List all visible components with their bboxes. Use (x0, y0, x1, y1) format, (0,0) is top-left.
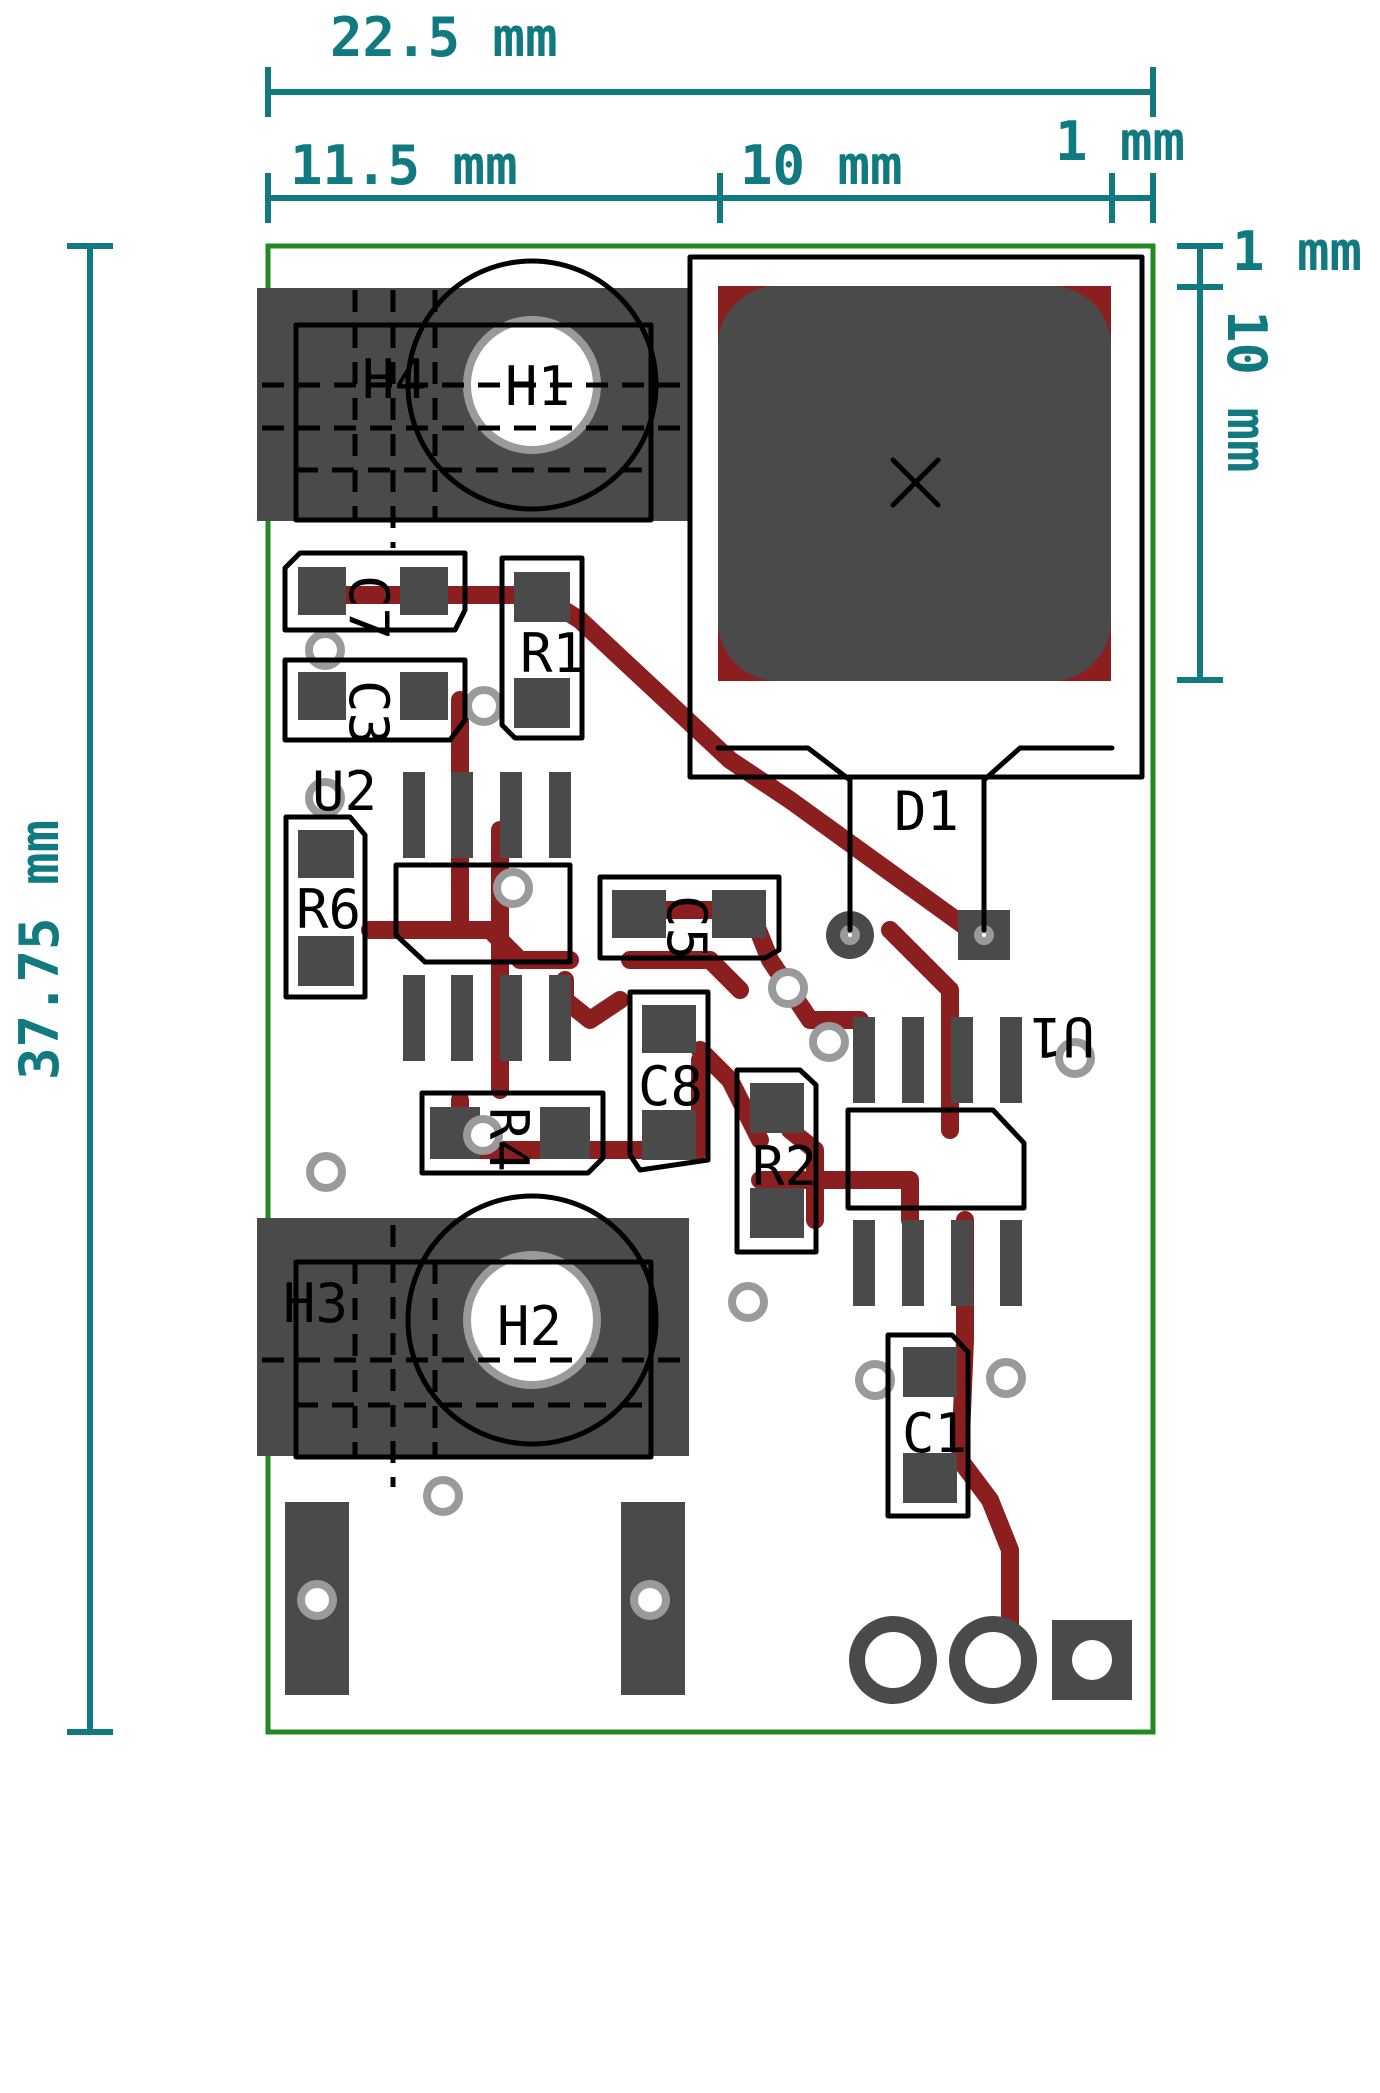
dim-label-width-middle: 10 mm (740, 134, 903, 197)
ref-c3: C3 (337, 680, 400, 745)
reference-designators: H1 H4 H2 H3 C7 C3 R1 U2 R6 C5 D1 U1 C8 R… (283, 348, 1095, 1465)
ref-h4: H4 (362, 348, 427, 411)
ref-r4: R4 (477, 1107, 540, 1172)
ref-r6: R6 (296, 878, 361, 941)
ref-c8: C8 (638, 1055, 703, 1118)
ref-c7: C7 (337, 575, 400, 640)
ref-d1: D1 (894, 780, 959, 843)
ref-h2: H2 (497, 1295, 562, 1358)
mounting-hole-h2 (405, 1193, 659, 1447)
dimension-right-height: 1 mm 10 mm (1177, 220, 1362, 683)
dimension-segment-widths: 11.5 mm 10 mm 1 mm (265, 110, 1185, 223)
ref-u1: U1 (1030, 1005, 1095, 1068)
ref-c5: C5 (655, 895, 718, 960)
dim-label-right-pad: 10 mm (1215, 310, 1278, 473)
ref-h1: H1 (505, 355, 570, 418)
dimension-total-height: 37.75 mm (8, 243, 113, 1735)
dim-label-width-right: 1 mm (1055, 110, 1185, 173)
dim-label-width-left: 11.5 mm (290, 134, 518, 197)
dim-label-total-width: 22.5 mm (330, 6, 558, 69)
ref-r2: R2 (752, 1135, 817, 1198)
dimension-total-width: 22.5 mm (265, 6, 1156, 117)
ref-u2: U2 (312, 760, 377, 823)
dim-label-right-top: 1 mm (1232, 220, 1362, 283)
pin-header (849, 1616, 1132, 1704)
ref-r1: R1 (520, 622, 585, 685)
ref-h3: H3 (283, 1272, 348, 1335)
dim-label-height: 37.75 mm (8, 820, 71, 1080)
board-outline (265, 243, 1156, 1735)
ref-c1: C1 (902, 1402, 967, 1465)
silkscreen (262, 254, 1145, 1519)
